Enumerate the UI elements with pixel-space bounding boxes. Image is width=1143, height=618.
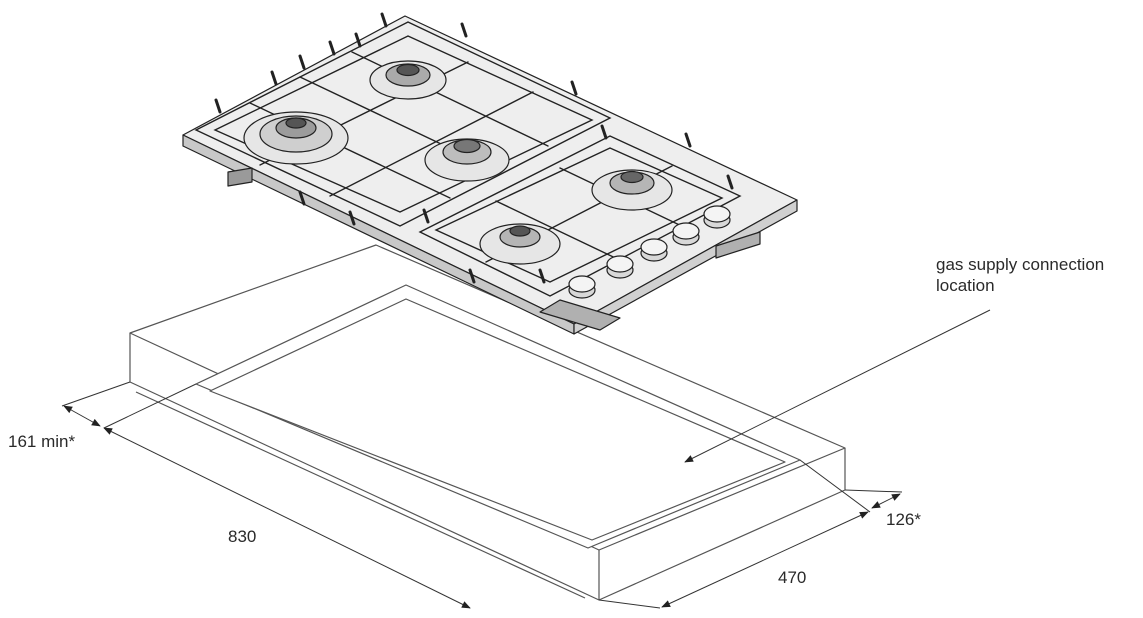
- burner-centre-icon: [424, 138, 510, 182]
- burner-rear-icon: [369, 60, 447, 100]
- dim-830-label: 830: [228, 527, 256, 546]
- dim-161-label: 161 min*: [8, 432, 75, 451]
- dimension-lines: [61, 309, 991, 609]
- gas-supply-label-line1: gas supply connection: [936, 255, 1104, 274]
- dim-126-label: 126*: [886, 510, 921, 529]
- knob-icon: [703, 205, 731, 229]
- gas-supply-label-line2: location: [936, 276, 995, 295]
- control-knobs: [568, 205, 731, 299]
- burner-right-icon: [591, 169, 673, 211]
- burner-front-icon: [479, 223, 561, 265]
- dim-161-line: [63, 405, 101, 427]
- benchtop-cutout: [129, 244, 846, 601]
- burners: [243, 60, 673, 265]
- knob-icon: [606, 255, 634, 279]
- burner-wok-icon: [243, 111, 349, 165]
- knob-icon: [568, 275, 596, 299]
- dim-126-line: [871, 493, 901, 509]
- knob-icon: [640, 238, 668, 262]
- gas-supply-leader: [684, 309, 991, 463]
- dim-470-label: 470: [778, 568, 806, 587]
- dim-830-line: [103, 427, 471, 609]
- dim-470-line: [661, 511, 869, 608]
- knob-icon: [672, 222, 700, 246]
